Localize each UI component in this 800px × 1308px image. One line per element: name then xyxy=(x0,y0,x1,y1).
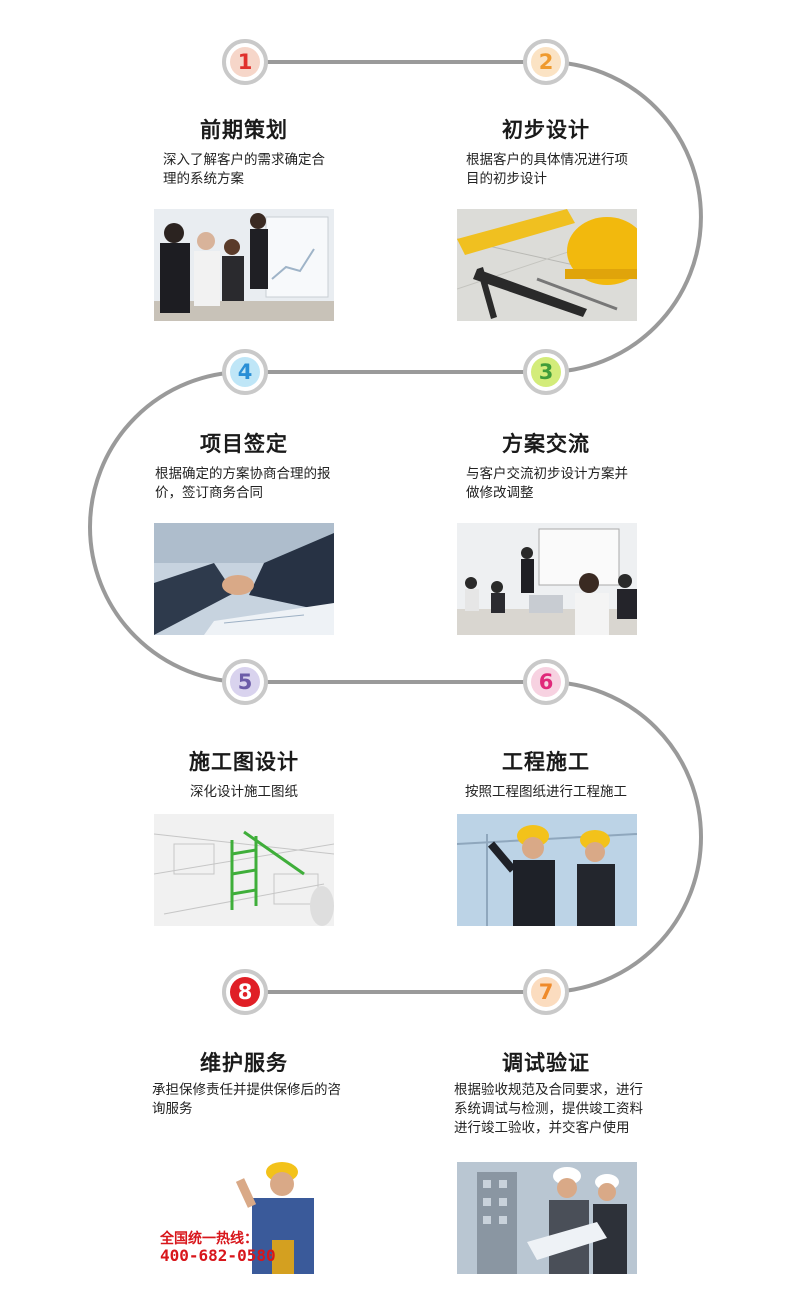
step-4-number: 4 xyxy=(230,357,260,387)
step-5-title: 施工图设计 xyxy=(189,750,299,774)
step-4-badge: 4 xyxy=(222,349,268,395)
step-8-photo-worker: 全国统一热线： 400-682-0580 xyxy=(154,1162,334,1274)
hotline-number[interactable]: 400-682-0580 xyxy=(160,1246,276,1265)
step-6-title: 工程施工 xyxy=(502,750,590,774)
step-3-desc: 与客户交流初步设计方案并做修改调整 xyxy=(466,466,628,501)
step-7-desc: 根据验收规范及合同要求，进行系统调试与检测，提供竣工资料进行竣工验收，并交客户使… xyxy=(454,1082,643,1136)
step-8-number: 8 xyxy=(230,977,260,1007)
step-1-photo-meeting xyxy=(154,209,334,321)
step-7-title: 调试验证 xyxy=(502,1051,590,1075)
step-5-number: 5 xyxy=(230,667,260,697)
step-5-desc: 深化设计施工图纸 xyxy=(190,784,298,800)
step-2-desc: 根据客户的具体情况进行项目的初步设计 xyxy=(466,152,628,187)
step-4-title: 项目签定 xyxy=(200,432,288,456)
step-5-badge: 5 xyxy=(222,659,268,705)
step-7-badge: 7 xyxy=(523,969,569,1015)
step-7-number: 7 xyxy=(531,977,561,1007)
step-2-badge: 2 xyxy=(523,39,569,85)
hotline-label: 全国统一热线： xyxy=(160,1231,258,1247)
step-6-desc: 按照工程图纸进行工程施工 xyxy=(465,784,627,800)
step-4-photo-handshake xyxy=(154,523,334,635)
step-5-photo-blueprint xyxy=(154,814,334,926)
step-3-title: 方案交流 xyxy=(502,432,590,456)
step-3-number: 3 xyxy=(531,357,561,387)
step-6-number: 6 xyxy=(531,667,561,697)
step-3-badge: 3 xyxy=(523,349,569,395)
step-6-photo-engineers xyxy=(457,814,637,926)
step-2-title: 初步设计 xyxy=(502,118,590,142)
step-6-badge: 6 xyxy=(523,659,569,705)
step-1-badge: 1 xyxy=(222,39,268,85)
step-1-number: 1 xyxy=(230,47,260,77)
step-1-desc: 深入了解客户的需求确定合理的系统方案 xyxy=(163,152,325,187)
step-3-photo-presentation xyxy=(457,523,637,635)
step-1-title: 前期策划 xyxy=(200,118,288,142)
step-8-badge: 8 xyxy=(222,969,268,1015)
step-8-title: 维护服务 xyxy=(200,1051,288,1075)
step-8-desc: 承担保修责任并提供保修后的咨询服务 xyxy=(152,1082,341,1117)
step-7-photo-inspection xyxy=(457,1162,637,1274)
step-2-photo-tools xyxy=(457,209,637,321)
step-2-number: 2 xyxy=(531,47,561,77)
step-4-desc: 根据确定的方案协商合理的报价，签订商务合同 xyxy=(155,466,331,501)
